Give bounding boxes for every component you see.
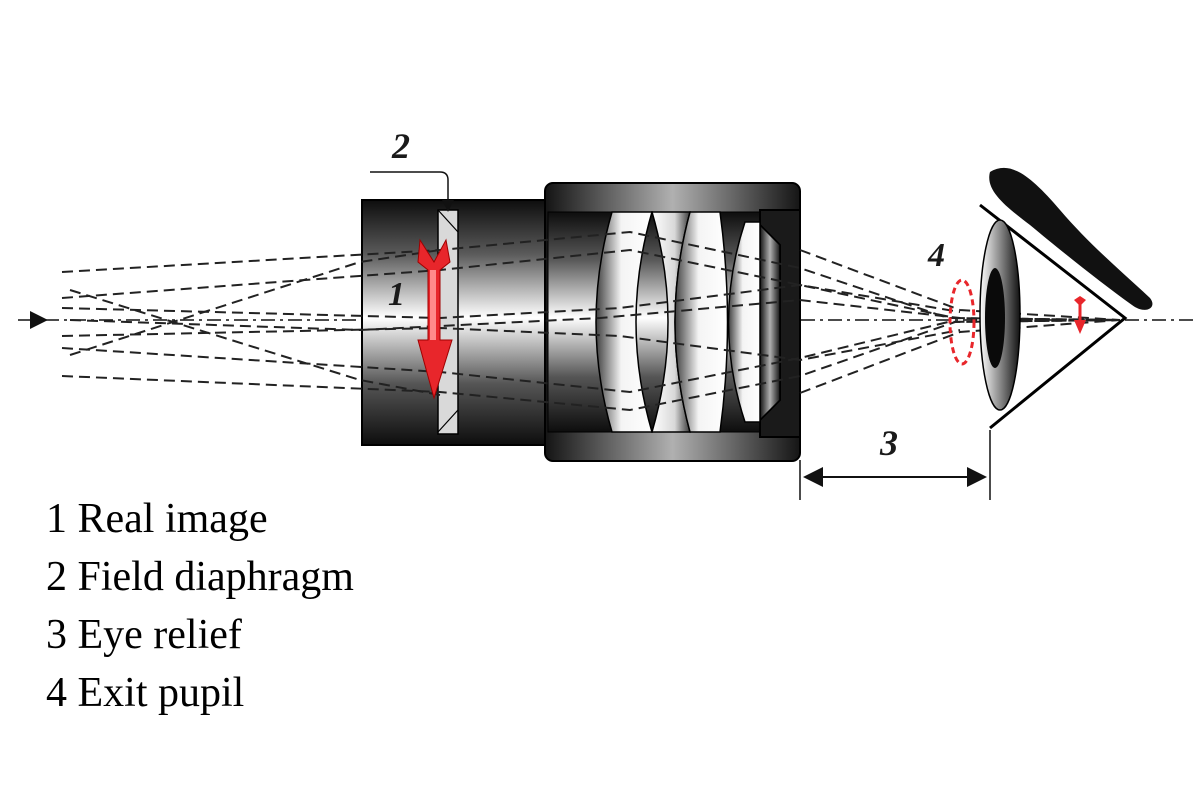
field-diaphragm-leader [370,171,454,212]
lens-group [595,211,761,433]
lens-element-4 [727,221,761,423]
legend-item-real-image: 1 Real image [46,496,268,542]
field-diaphragm [437,209,459,435]
legend: 1 Real image 2 Field diaphragm 3 Eye rel… [46,490,354,722]
legend-item-eye-relief: 3 Eye relief [46,612,242,658]
eyelid-lashes [989,167,1153,310]
legend-item-exit-pupil: 4 Exit pupil [46,670,245,716]
axis-arrowhead [30,311,48,329]
legend-item-field-diaphragm: 2 Field diaphragm [46,554,354,600]
exit-pupil-marker [948,278,976,366]
light-rays [61,230,1121,412]
callout-real-image: 1 [388,276,405,313]
lens-element-3 [674,211,729,433]
real-image-arrow [417,238,453,400]
eye-outline [979,203,1128,430]
callout-exit-pupil: 4 [927,237,945,274]
retinal-image-arrow [1074,296,1086,334]
callout-field-diaphragm: 2 [391,126,410,166]
eye [979,167,1153,430]
callout-eye-relief: 3 [879,423,898,463]
eye-pupil [985,268,1005,368]
eye-relief-dimension [799,430,991,500]
